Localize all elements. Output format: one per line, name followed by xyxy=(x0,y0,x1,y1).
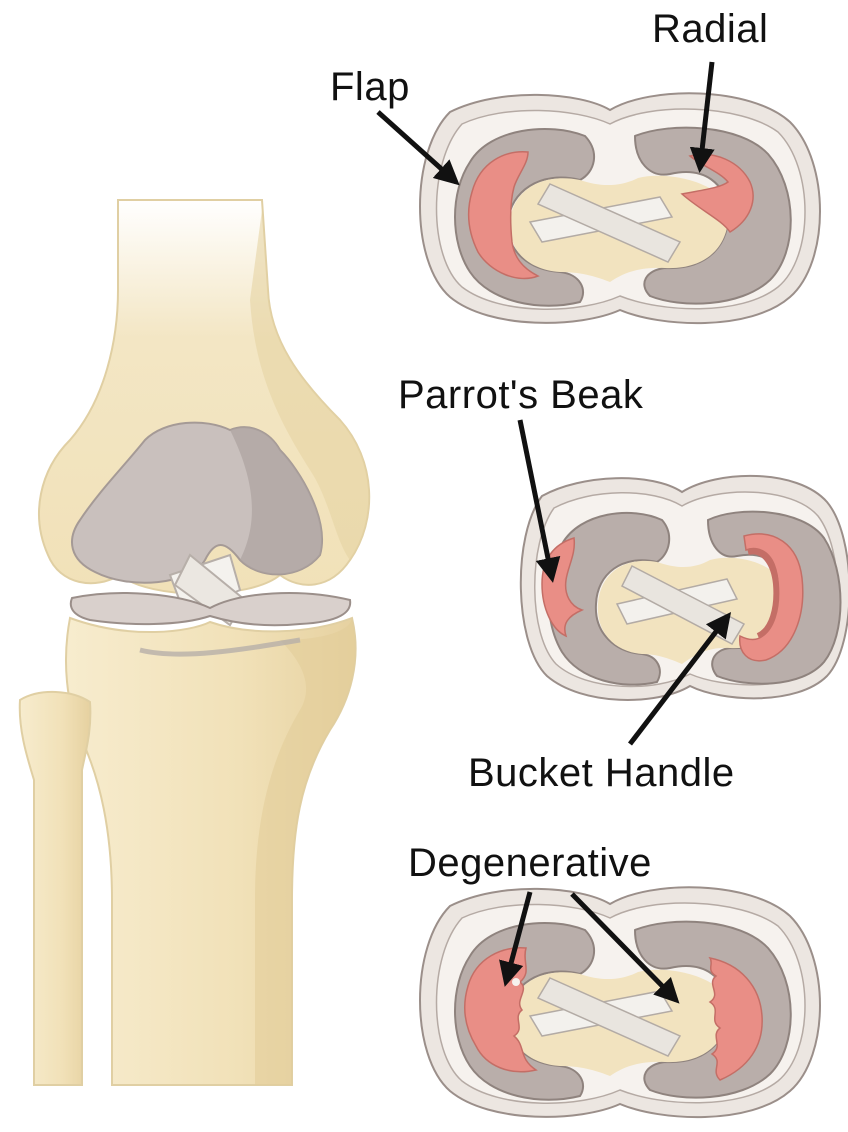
meniscus-top-view-parrots-beak-bucket-handle xyxy=(521,476,848,700)
fibula xyxy=(20,692,91,1085)
label-degenerative: Degenerative xyxy=(408,841,652,885)
label-flap: Flap xyxy=(330,65,410,109)
label-parrots-beak: Parrot's Beak xyxy=(398,373,644,417)
meniscus-top-view-degenerative xyxy=(420,887,820,1117)
label-radial: Radial xyxy=(652,7,768,51)
meniscus-top-view-flap-radial xyxy=(420,93,820,323)
label-bucket-handle: Bucket Handle xyxy=(468,751,735,795)
knee-joint-illustration xyxy=(20,200,369,1085)
